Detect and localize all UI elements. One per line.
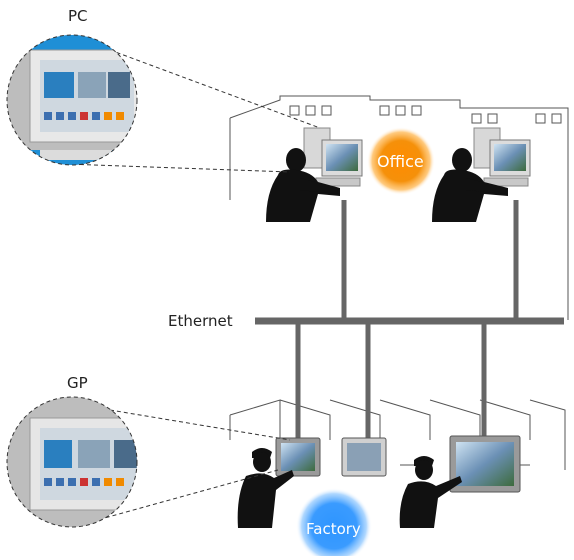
factory-glow: [296, 488, 372, 560]
ethernet-label: Ethernet: [168, 312, 233, 330]
desktop-pc-icon: [473, 127, 531, 187]
gp-label: GP: [67, 374, 88, 392]
factory-worker-silhouette: [399, 456, 462, 528]
touch-panel-gp-icon: [275, 437, 321, 477]
factory-label: Factory: [306, 520, 361, 538]
desktop-pc-icon: [303, 127, 363, 187]
office-windows: [289, 105, 562, 124]
office-worker-silhouette: [432, 148, 508, 222]
touch-panel-gp-icon: [449, 435, 521, 493]
pc-zoom-callout: [6, 34, 321, 173]
factory-worker-silhouette: [237, 448, 294, 528]
office-worker-silhouette: [266, 148, 340, 222]
office-building: [229, 95, 569, 320]
office-glow: [367, 127, 435, 195]
office-label: Office: [377, 152, 424, 171]
gp-zoom-callout: [6, 396, 291, 528]
pc-label: PC: [68, 7, 88, 25]
touch-panel-gp-icon: [341, 437, 387, 477]
ethernet-network: [255, 200, 564, 440]
